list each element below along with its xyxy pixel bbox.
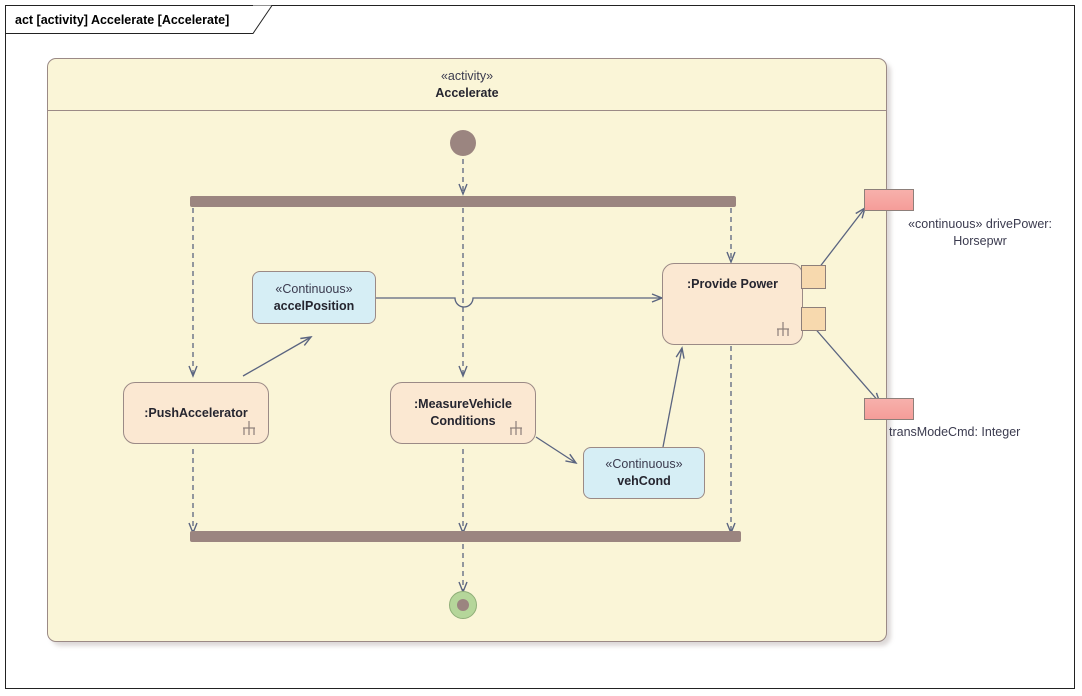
action-measure-vehicle-conditions-label-line1: :MeasureVehicle bbox=[414, 397, 512, 411]
activity-parameter-drive-power-line2: Horsepwr bbox=[953, 234, 1007, 248]
initial-node bbox=[450, 130, 476, 156]
rake-icon bbox=[777, 322, 789, 336]
activity-stereotype: «activity» bbox=[440, 68, 494, 83]
rake-icon bbox=[510, 421, 522, 435]
activity-header: «activity» Accelerate bbox=[48, 59, 886, 111]
object-node-accel-position[interactable]: «Continuous» accelPosition bbox=[252, 271, 376, 324]
activity-final-node-inner bbox=[457, 599, 469, 611]
action-push-accelerator-label: :PushAccelerator bbox=[144, 405, 248, 420]
action-measure-vehicle-conditions[interactable]: :MeasureVehicle Conditions bbox=[390, 382, 536, 444]
action-measure-vehicle-conditions-label-line2: Conditions bbox=[430, 414, 496, 428]
activity-parameter-drive-power-label: «continuous» drivePower: Horsepwr bbox=[880, 216, 1082, 250]
frame-tab: act [activity] Accelerate [Accelerate] bbox=[5, 5, 253, 33]
activity-parameter-drive-power-line1: «continuous» drivePower: bbox=[908, 217, 1052, 231]
object-node-accel-position-stereotype: «Continuous» bbox=[275, 281, 353, 296]
rake-icon bbox=[243, 421, 255, 435]
action-provide-power[interactable]: :Provide Power bbox=[662, 263, 803, 345]
object-node-veh-cond-name: vehCond bbox=[617, 474, 671, 488]
activity-parameter-trans-mode-cmd-label: transModeCmd: Integer bbox=[889, 424, 1082, 441]
join-bar bbox=[190, 531, 741, 542]
output-pin-trans-mode-cmd[interactable] bbox=[801, 307, 826, 331]
fork-bar bbox=[190, 196, 736, 207]
activity-parameter-trans-mode-cmd[interactable] bbox=[864, 398, 914, 420]
activity-name: Accelerate bbox=[435, 85, 499, 100]
activity-parameter-trans-mode-cmd-line1: transModeCmd: Integer bbox=[889, 425, 1021, 439]
activity-parameter-drive-power[interactable] bbox=[864, 189, 914, 211]
object-node-veh-cond[interactable]: «Continuous» vehCond bbox=[583, 447, 705, 499]
object-node-veh-cond-stereotype: «Continuous» bbox=[605, 457, 683, 471]
frame-tab-label: act [activity] Accelerate [Accelerate] bbox=[15, 12, 230, 27]
activity-final-node bbox=[449, 591, 477, 619]
action-push-accelerator[interactable]: :PushAccelerator bbox=[123, 382, 269, 444]
output-pin-drive-power[interactable] bbox=[801, 265, 826, 289]
object-node-accel-position-name: accelPosition bbox=[273, 298, 355, 313]
action-provide-power-label: :Provide Power bbox=[687, 277, 778, 291]
